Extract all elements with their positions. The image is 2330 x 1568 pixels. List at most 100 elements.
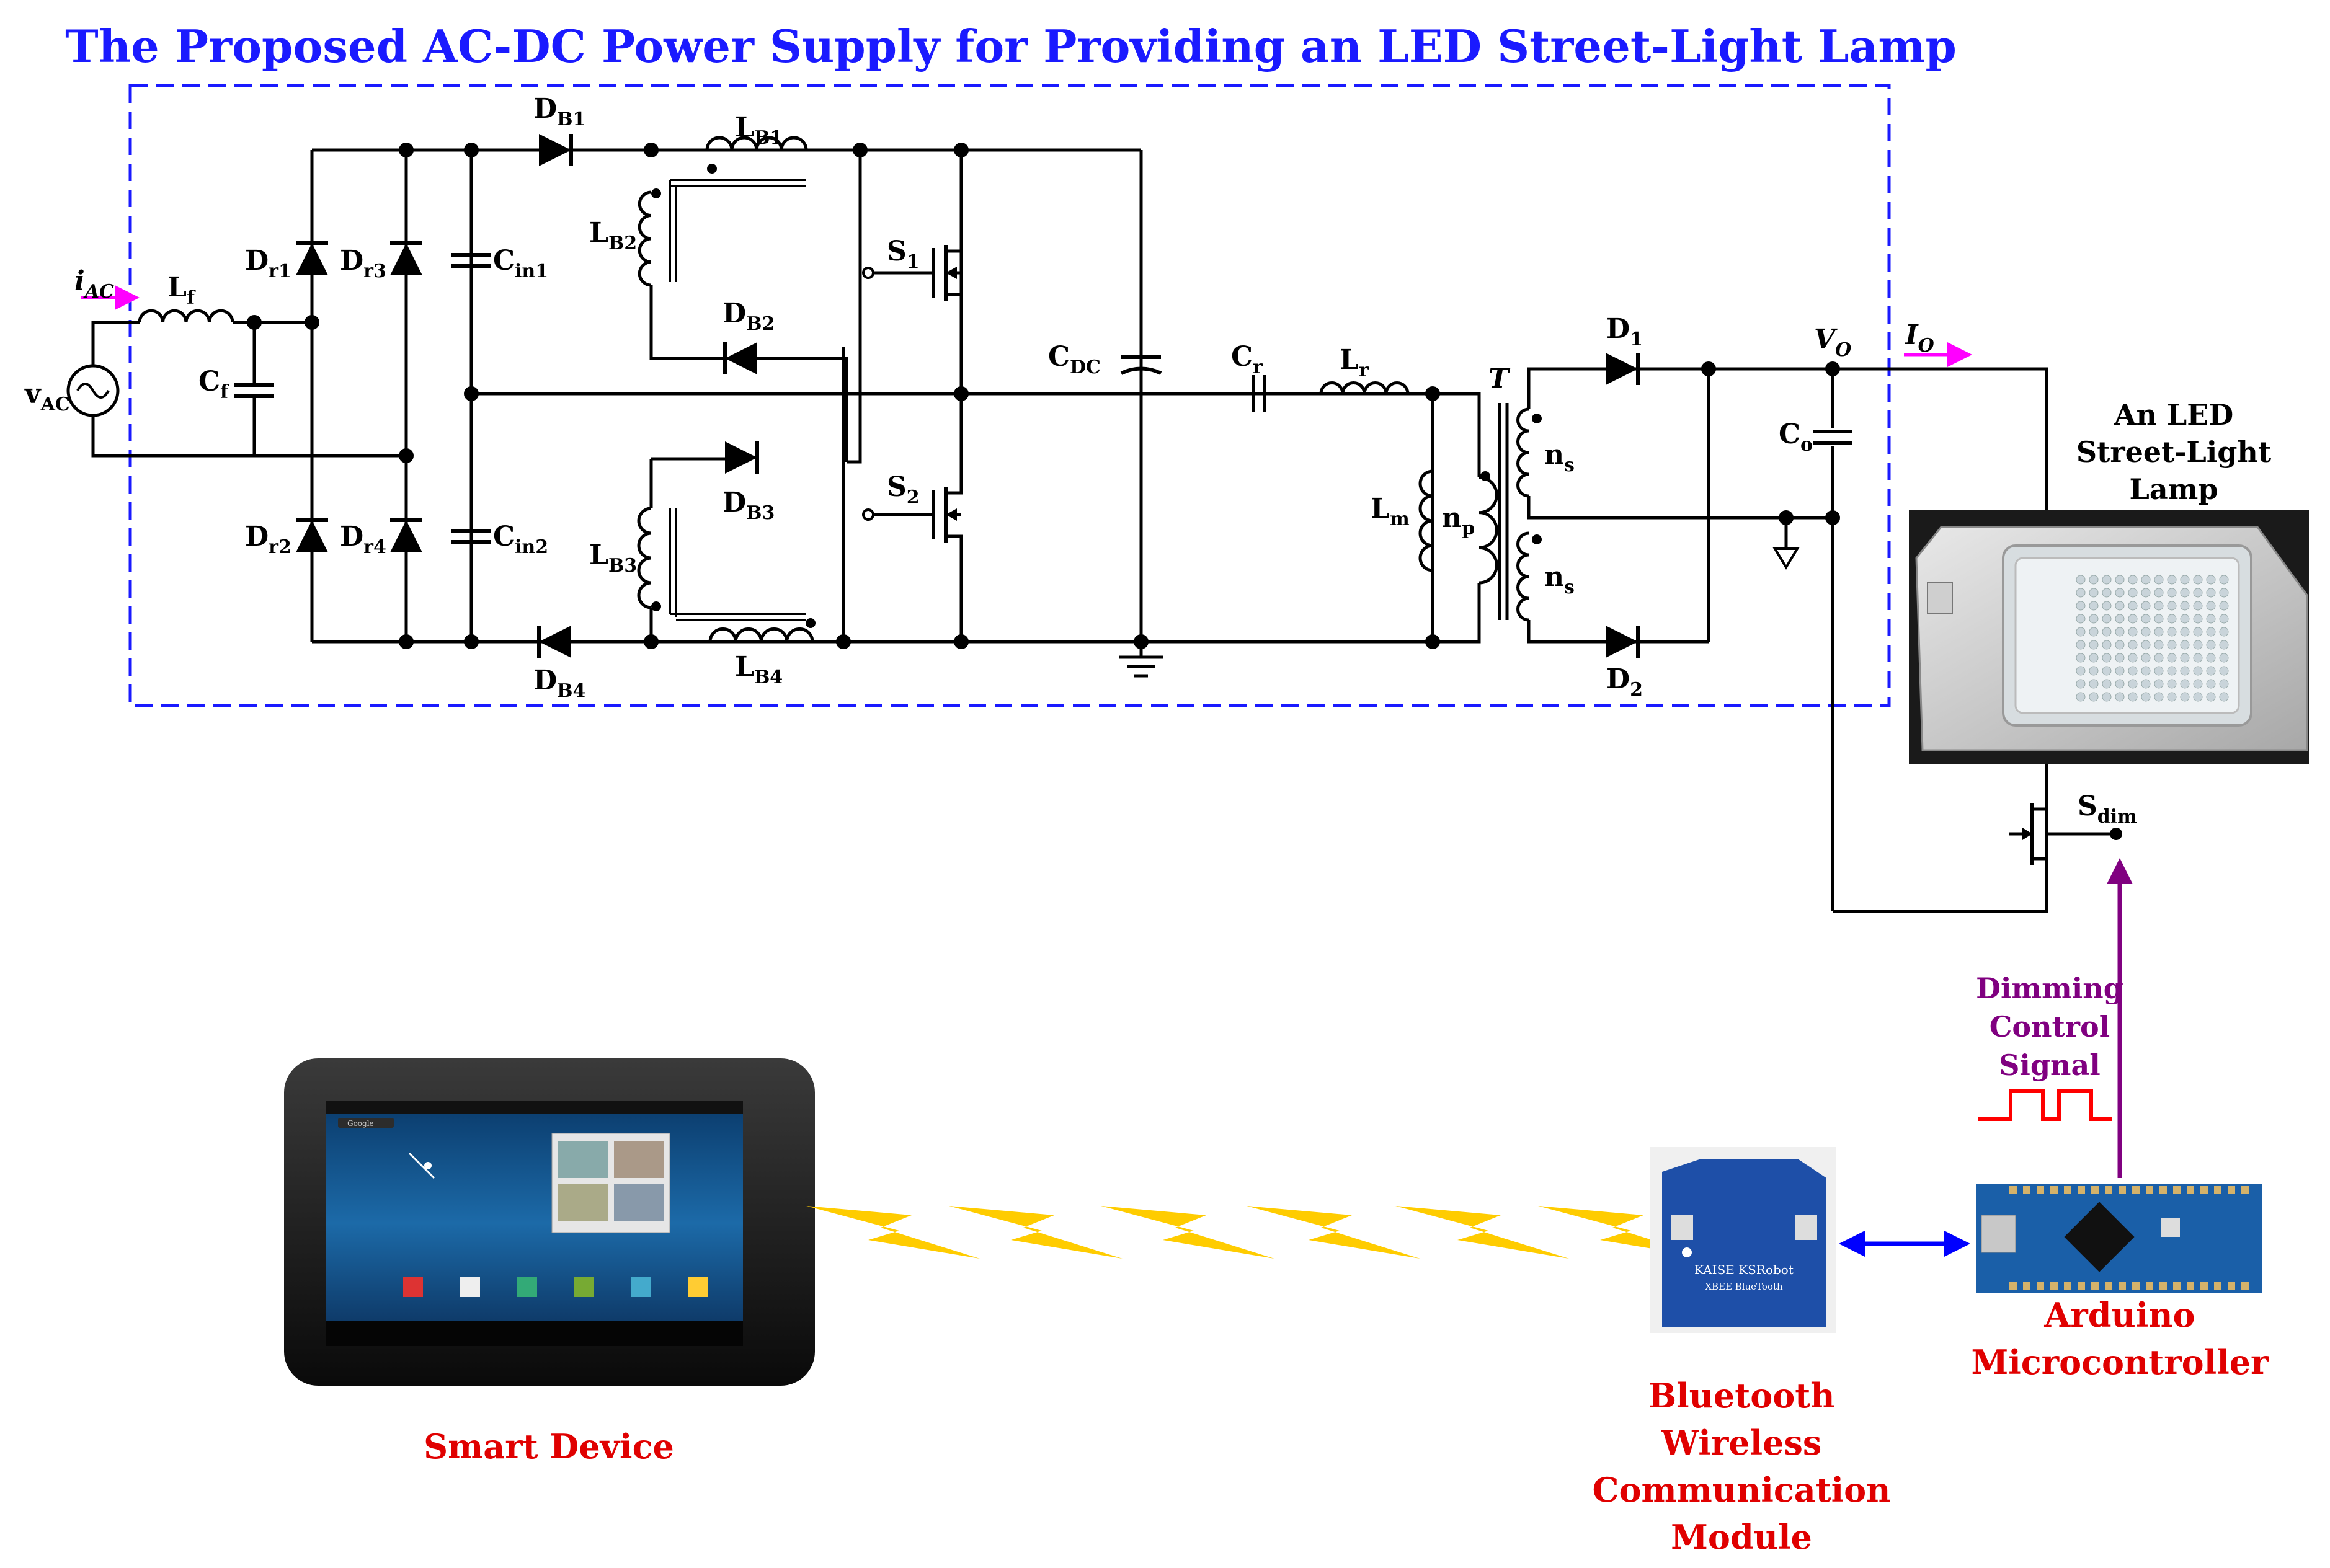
led bbox=[2180, 679, 2190, 689]
led bbox=[2128, 679, 2138, 689]
pin bbox=[2091, 1186, 2099, 1194]
led bbox=[2180, 601, 2190, 611]
circuit-wires bbox=[91, 143, 2116, 913]
led bbox=[2154, 679, 2164, 689]
sec-bot bbox=[1527, 620, 1709, 644]
inductor-lr bbox=[1319, 381, 1410, 394]
led bbox=[2154, 601, 2164, 611]
app-icon bbox=[631, 1277, 651, 1297]
dimming-label-line: Dimming bbox=[1976, 972, 2123, 1005]
led bbox=[2193, 614, 2203, 624]
led bbox=[2102, 653, 2112, 663]
pin bbox=[2146, 1186, 2153, 1194]
winding-ns-top bbox=[1516, 407, 1529, 498]
junction-dot bbox=[464, 143, 479, 157]
ground-symbol bbox=[1119, 655, 1163, 678]
led bbox=[2154, 653, 2164, 663]
bt-board-subtext: XBEE BlueTooth bbox=[1705, 1281, 1783, 1292]
junction-dot bbox=[399, 448, 414, 463]
led bbox=[2206, 614, 2216, 624]
led bbox=[2128, 640, 2138, 650]
led bbox=[2115, 679, 2125, 689]
led bbox=[2219, 640, 2229, 650]
pin bbox=[2023, 1186, 2030, 1194]
led bbox=[2193, 601, 2203, 611]
led bbox=[2154, 627, 2164, 637]
led bbox=[2141, 692, 2151, 702]
tablet-search-text: Google bbox=[347, 1119, 374, 1128]
pin bbox=[2187, 1186, 2194, 1194]
junction-dot bbox=[305, 315, 319, 330]
pin bbox=[2119, 1282, 2126, 1290]
pwm-waveform bbox=[1978, 1089, 2112, 1121]
pin bbox=[2228, 1282, 2235, 1290]
winding-ns-bot bbox=[1516, 531, 1529, 622]
led bbox=[2219, 692, 2229, 702]
diode-dr1 bbox=[296, 243, 328, 275]
lb2-label: LB2 bbox=[589, 217, 637, 254]
pin bbox=[2105, 1282, 2112, 1290]
led bbox=[2076, 614, 2086, 624]
bluetooth-label-line: Bluetooth bbox=[1648, 1376, 1835, 1415]
pin bbox=[2228, 1186, 2235, 1194]
bluetooth-module-image: KAISE KSRobot XBEE BlueTooth bbox=[1650, 1147, 1836, 1333]
led bbox=[2206, 575, 2216, 585]
led bbox=[2102, 614, 2112, 624]
diagram-title: The Proposed AC-DC Power Supply for Prov… bbox=[65, 20, 1957, 73]
led bbox=[2180, 666, 2190, 676]
led bbox=[2180, 575, 2190, 585]
ac-source-wave bbox=[76, 383, 110, 399]
mosfet-s1-source bbox=[946, 293, 963, 394]
d1-label: D1 bbox=[1606, 313, 1643, 350]
sdim-arrow bbox=[2022, 828, 2032, 840]
wireless-bolt bbox=[1395, 1206, 1569, 1259]
led bbox=[2076, 679, 2086, 689]
pin bbox=[2050, 1186, 2058, 1194]
pin bbox=[2173, 1282, 2181, 1290]
cr-label: Cr bbox=[1231, 341, 1263, 378]
np-dot bbox=[1480, 471, 1490, 481]
led bbox=[2141, 601, 2151, 611]
led bbox=[2193, 575, 2203, 585]
lb2-dot bbox=[651, 188, 661, 198]
diode-dr2 bbox=[296, 520, 328, 552]
pin bbox=[2078, 1186, 2085, 1194]
pin bbox=[2064, 1282, 2071, 1290]
led bbox=[2206, 601, 2216, 611]
pin bbox=[2050, 1282, 2058, 1290]
led bbox=[2167, 588, 2177, 598]
mosfet-s1-gate-terminal bbox=[862, 267, 874, 279]
smart-device-image: Google bbox=[284, 1058, 815, 1386]
led bbox=[2102, 627, 2112, 637]
led bbox=[2115, 640, 2125, 650]
led bbox=[2089, 653, 2099, 663]
led bbox=[2089, 666, 2099, 676]
app-icon bbox=[688, 1277, 708, 1297]
output-ground-symbol bbox=[1772, 547, 1800, 570]
led bbox=[2154, 692, 2164, 702]
led bbox=[2167, 679, 2177, 689]
pin bbox=[2009, 1282, 2017, 1290]
bluetooth-label-line: Module bbox=[1671, 1517, 1812, 1557]
primary-top bbox=[1433, 392, 1481, 477]
led bbox=[2141, 653, 2151, 663]
inductor-lb4 bbox=[708, 627, 814, 642]
pin bbox=[2159, 1186, 2167, 1194]
bluetooth-label-line: Wireless bbox=[1661, 1423, 1822, 1463]
led bbox=[2180, 614, 2190, 624]
tablet-app-icons bbox=[403, 1277, 708, 1297]
led bbox=[2128, 588, 2138, 598]
lamp-label-line: Lamp bbox=[2130, 472, 2218, 506]
junction-dot bbox=[464, 634, 479, 649]
led bbox=[2193, 692, 2203, 702]
led bbox=[2167, 653, 2177, 663]
diode-d1 bbox=[1606, 353, 1638, 385]
arduino-image bbox=[1976, 1184, 2262, 1293]
led bbox=[2076, 575, 2086, 585]
led bbox=[2141, 575, 2151, 585]
pin bbox=[2187, 1282, 2194, 1290]
lb4-dot bbox=[806, 618, 816, 628]
inductor-lb3 bbox=[637, 507, 652, 609]
dr2-label: Dr2 bbox=[245, 521, 291, 558]
